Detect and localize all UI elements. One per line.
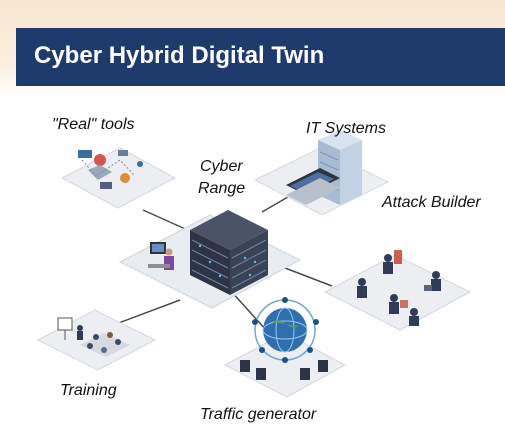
label-real-tools: "Real" tools bbox=[52, 116, 135, 133]
label-it-systems: IT Systems bbox=[306, 120, 387, 137]
tile-attack-builder bbox=[323, 254, 472, 331]
tools-icon bbox=[78, 150, 143, 189]
server-cluster-icon bbox=[190, 210, 268, 295]
laptop-icon bbox=[286, 168, 340, 205]
label-traffic-generator: Traffic generator bbox=[200, 406, 317, 423]
workstation-icon bbox=[148, 242, 174, 270]
line-traffic-to-range bbox=[229, 289, 267, 331]
training-room-icon bbox=[57, 317, 130, 357]
label-cyber-range-line2: Range bbox=[198, 180, 246, 197]
page-title: Cyber Hybrid Digital Twin bbox=[34, 42, 325, 69]
label-cyber-range-line1: Cyber bbox=[200, 158, 243, 175]
label-training: Training bbox=[60, 382, 117, 399]
line-attack-to-range bbox=[284, 267, 333, 287]
title-banner: Cyber Hybrid Digital Twin bbox=[16, 28, 505, 86]
tile-traffic-generator bbox=[223, 332, 347, 398]
label-attack-builder: Attack Builder bbox=[382, 194, 481, 211]
globe-network-icon bbox=[240, 297, 328, 380]
hackers-icon bbox=[357, 250, 441, 326]
